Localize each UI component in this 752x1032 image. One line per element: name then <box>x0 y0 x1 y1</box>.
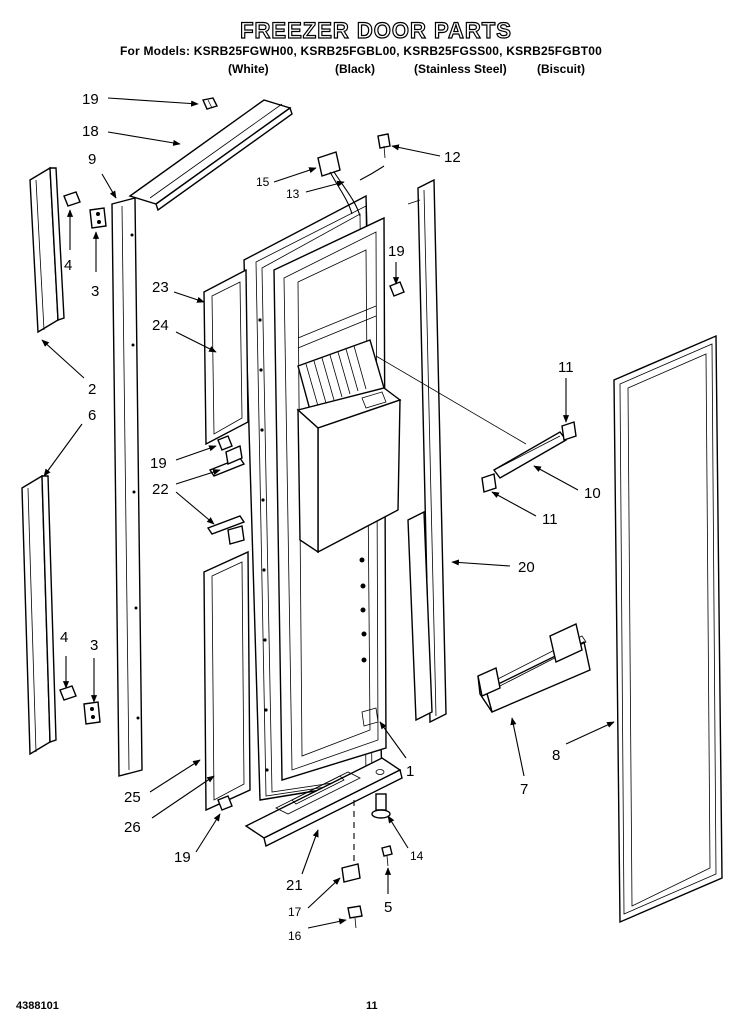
callout-10: 10 <box>584 485 601 502</box>
callout-25: 25 <box>124 789 141 806</box>
screw-part <box>389 281 405 297</box>
callout-3: 3 <box>91 283 99 300</box>
upper-liner-panel-part <box>203 268 249 446</box>
bracket-part <box>206 445 246 545</box>
upper-left-channel-part <box>29 166 65 334</box>
callout-3-lower: 3 <box>90 637 98 654</box>
callout-9: 9 <box>88 151 96 168</box>
bottom-trim-part <box>244 757 403 848</box>
callout-20: 20 <box>518 559 535 576</box>
finish-stainless: (Stainless Steel) <box>414 62 507 76</box>
callout-labels: 19 18 9 4 3 2 6 4 3 15 13 12 19 23 24 19… <box>60 91 601 943</box>
callout-23: 23 <box>152 279 169 296</box>
right-door-trim-part <box>407 178 447 724</box>
callout-17: 17 <box>288 905 302 919</box>
top-trim-part <box>128 99 293 212</box>
callout-26: 26 <box>124 819 141 836</box>
door-body-part <box>243 194 402 801</box>
models-line: For Models: KSRB25FGWH00, KSRB25FGBL00, … <box>120 44 602 58</box>
callout-2: 2 <box>88 381 96 398</box>
callout-12: 12 <box>444 149 461 166</box>
callout-19-bottom: 19 <box>174 849 191 866</box>
door-bin-part <box>477 623 591 713</box>
callout-11: 11 <box>558 359 574 376</box>
screw-part <box>381 845 393 867</box>
finish-labels: (White) (Black) (Stainless Steel) (Biscu… <box>0 62 752 78</box>
callout-8: 8 <box>552 747 560 764</box>
callout-16: 16 <box>288 929 302 943</box>
finish-biscuit: (Biscuit) <box>537 62 585 76</box>
callout-4: 4 <box>64 257 72 274</box>
dispenser-cover-part <box>481 421 577 493</box>
callout-14: 14 <box>410 849 424 863</box>
callout-19-right: 19 <box>388 243 405 260</box>
callout-5: 5 <box>384 899 392 916</box>
screw-part <box>217 435 233 811</box>
callout-11-lower: 11 <box>542 511 558 528</box>
callout-15: 15 <box>256 175 270 189</box>
finish-white: (White) <box>228 62 269 76</box>
callout-19-mid: 19 <box>150 455 167 472</box>
callout-24: 24 <box>152 317 169 334</box>
finish-black: (Black) <box>335 62 376 76</box>
upper-hinge-bracket-part <box>63 191 107 229</box>
callout-13: 13 <box>286 187 300 201</box>
wire-harness-part <box>317 151 385 217</box>
callout-19: 19 <box>82 91 99 108</box>
callout-4-lower: 4 <box>60 629 68 646</box>
callout-22: 22 <box>152 481 169 498</box>
hinge-bushing-part <box>341 863 361 883</box>
left-door-trim-part <box>111 197 143 777</box>
screw-part <box>202 97 218 110</box>
callout-7: 7 <box>520 781 528 798</box>
page-number: 11 <box>366 1000 378 1012</box>
screw-part <box>377 133 391 159</box>
door-gasket-part <box>613 334 723 924</box>
callout-1: 1 <box>406 763 414 780</box>
callout-leaders <box>41 97 615 929</box>
page-title: FREEZER DOOR PARTS <box>239 17 512 43</box>
hinge-pin-part <box>371 793 391 819</box>
document-number: 4388101 <box>16 1000 59 1012</box>
callout-18: 18 <box>82 123 99 140</box>
callout-6: 6 <box>88 407 96 424</box>
screw-part <box>347 905 363 929</box>
lower-liner-panel-part <box>203 550 251 812</box>
lower-left-channel-part <box>21 474 57 756</box>
callout-21: 21 <box>286 877 303 894</box>
